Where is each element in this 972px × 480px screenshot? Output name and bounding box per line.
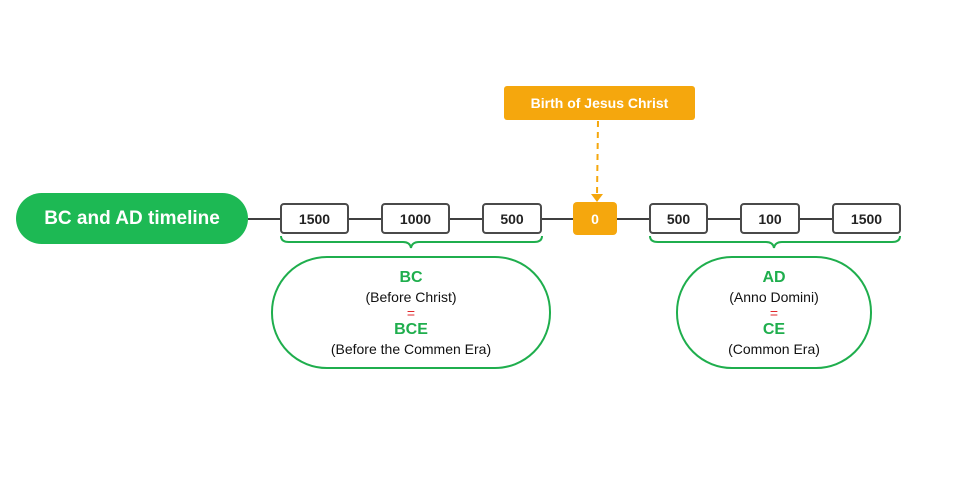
year-node-bc-500: 500 — [482, 203, 542, 234]
ad-meaning: (Anno Domini) — [729, 288, 819, 305]
bc-equals-sign: = — [406, 304, 416, 321]
timeline-connector — [542, 218, 573, 220]
year-node-bc-1500: 1500 — [280, 203, 349, 234]
ad-abbr: AD — [762, 268, 786, 286]
year-node-ad-100: 100 — [740, 203, 800, 234]
ad-equals-sign: = — [769, 304, 779, 321]
timeline-connector — [800, 218, 832, 220]
bc-meaning: (Before Christ) — [365, 288, 457, 305]
year-node-zero: 0 — [573, 202, 617, 235]
bce-meaning: (Before the Commen Era) — [330, 340, 492, 357]
year-node-bc-1000: 1000 — [381, 203, 450, 234]
bce-abbr: BCE — [394, 320, 428, 338]
ce-meaning: (Common Era) — [728, 340, 820, 357]
ad-brace — [649, 235, 901, 249]
year-node-ad-1500: 1500 — [832, 203, 901, 234]
timeline-connector — [617, 218, 649, 220]
callout-pointer-line — [596, 120, 599, 197]
ce-abbr: CE — [762, 320, 786, 338]
timeline-title-node: BC and AD timeline — [16, 193, 248, 244]
bc-abbr: BC — [399, 268, 423, 286]
timeline-connector — [248, 218, 280, 220]
timeline-connector — [450, 218, 482, 220]
birth-of-jesus-callout: Birth of Jesus Christ — [504, 86, 695, 120]
year-node-ad-500: 500 — [649, 203, 708, 234]
callout-pointer-arrowhead — [591, 194, 603, 202]
timeline-connector — [708, 218, 740, 220]
bc-definition-bubble: BC (Before Christ) = BCE (Before the Com… — [271, 256, 551, 369]
ad-definition-bubble: AD (Anno Domini) = CE (Common Era) — [676, 256, 872, 369]
timeline-connector — [349, 218, 381, 220]
bc-brace — [280, 235, 543, 249]
